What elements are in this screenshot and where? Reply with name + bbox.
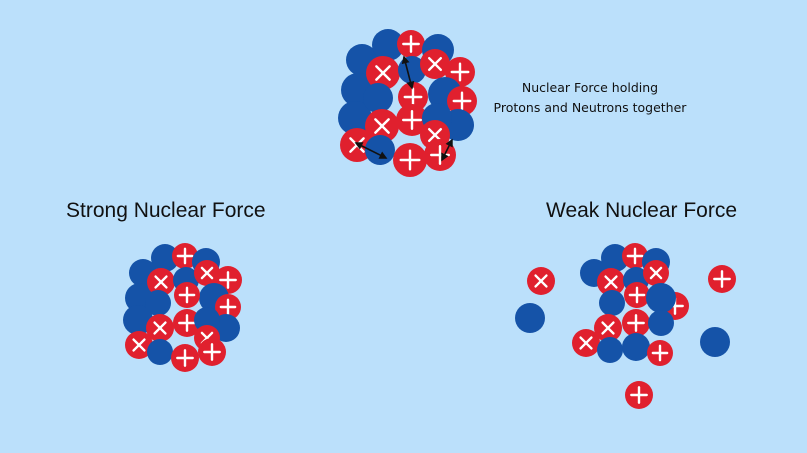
plus-sign-icon <box>178 314 196 332</box>
proton-particle <box>171 344 199 372</box>
neutron-particle <box>363 83 393 113</box>
proton-particle <box>194 260 220 286</box>
force-arrow-icon <box>401 55 415 90</box>
plus-sign-icon <box>427 127 443 143</box>
plus-sign-icon <box>627 314 645 332</box>
neutron-particle <box>599 290 625 316</box>
proton-particle <box>397 30 425 58</box>
plus-sign-icon <box>427 56 443 72</box>
plus-sign-icon <box>452 91 472 111</box>
proton-particle <box>393 143 427 177</box>
neutron-particle <box>151 244 179 272</box>
plus-sign-icon <box>403 87 423 107</box>
proton-particle <box>622 243 648 269</box>
caption-line-2: Protons and Neutrons together <box>493 100 687 115</box>
plus-sign-icon <box>375 65 391 81</box>
proton-particle <box>624 282 650 308</box>
proton-particle <box>597 268 625 296</box>
force-arrow-icon <box>441 138 453 162</box>
neutron-particle <box>597 337 623 363</box>
plus-sign-icon <box>200 266 214 280</box>
proton-particle <box>146 314 174 342</box>
plus-sign-icon <box>176 247 194 265</box>
plus-sign-icon <box>649 266 663 280</box>
plus-sign-icon <box>630 386 648 404</box>
neutron-particle <box>646 283 676 313</box>
plus-sign-icon <box>132 338 146 352</box>
plus-sign-icon <box>651 344 669 362</box>
proton-particle <box>172 243 198 269</box>
nuclear-force-caption: Nuclear Force holding Protons and Neutro… <box>480 78 700 118</box>
plus-sign-icon <box>219 271 237 289</box>
neutron-particle <box>372 29 404 61</box>
plus-sign-icon <box>374 118 390 134</box>
plus-sign-icon <box>203 343 221 361</box>
plus-sign-icon <box>628 286 646 304</box>
proton-particle <box>147 268 175 296</box>
plus-sign-icon <box>604 275 618 289</box>
neutron-particle <box>123 305 153 335</box>
plus-sign-icon <box>154 275 168 289</box>
neutron-particle <box>622 333 650 361</box>
proton-particle <box>173 309 201 337</box>
neutron-particle <box>145 290 171 316</box>
plus-sign-icon <box>153 321 167 335</box>
plus-sign-icon <box>399 149 421 171</box>
plus-sign-icon <box>579 336 593 350</box>
plus-sign-icon <box>601 321 615 335</box>
proton-particle <box>708 265 736 293</box>
proton-particle <box>647 340 673 366</box>
weak-force-title: Weak Nuclear Force <box>546 199 738 222</box>
proton-particle <box>594 314 622 342</box>
neutron-particle <box>147 339 173 365</box>
plus-sign-icon <box>450 62 470 82</box>
plus-sign-icon <box>219 298 237 316</box>
plus-sign-icon <box>626 247 644 265</box>
neutron-particle <box>648 310 674 336</box>
proton-particle <box>198 338 226 366</box>
neutron-particle <box>194 307 220 333</box>
proton-particle <box>215 294 241 320</box>
proton-particle <box>365 109 399 143</box>
neutron-particle <box>601 244 629 272</box>
plus-sign-icon <box>402 35 420 53</box>
neutron-particle <box>515 303 545 333</box>
proton-particle <box>622 309 650 337</box>
proton-particle <box>527 267 555 295</box>
proton-particle <box>572 329 600 357</box>
proton-particle <box>125 331 153 359</box>
neutron-particle <box>700 327 730 357</box>
plus-sign-icon <box>401 109 423 131</box>
proton-particle <box>174 282 200 308</box>
force-arrow-icon <box>354 142 388 159</box>
neutron-particle <box>338 101 372 135</box>
plus-sign-icon <box>713 270 731 288</box>
proton-particle <box>396 104 428 136</box>
plus-sign-icon <box>176 349 194 367</box>
proton-particle <box>447 86 477 116</box>
proton-particle <box>424 139 456 171</box>
proton-particle <box>366 56 400 90</box>
strong-force-title: Strong Nuclear Force <box>66 199 266 222</box>
plus-sign-icon <box>178 286 196 304</box>
proton-particle <box>420 49 450 79</box>
caption-line-1: Nuclear Force holding <box>521 80 659 95</box>
plus-sign-icon <box>534 274 548 288</box>
proton-particle <box>643 260 669 286</box>
proton-particle <box>625 381 653 409</box>
